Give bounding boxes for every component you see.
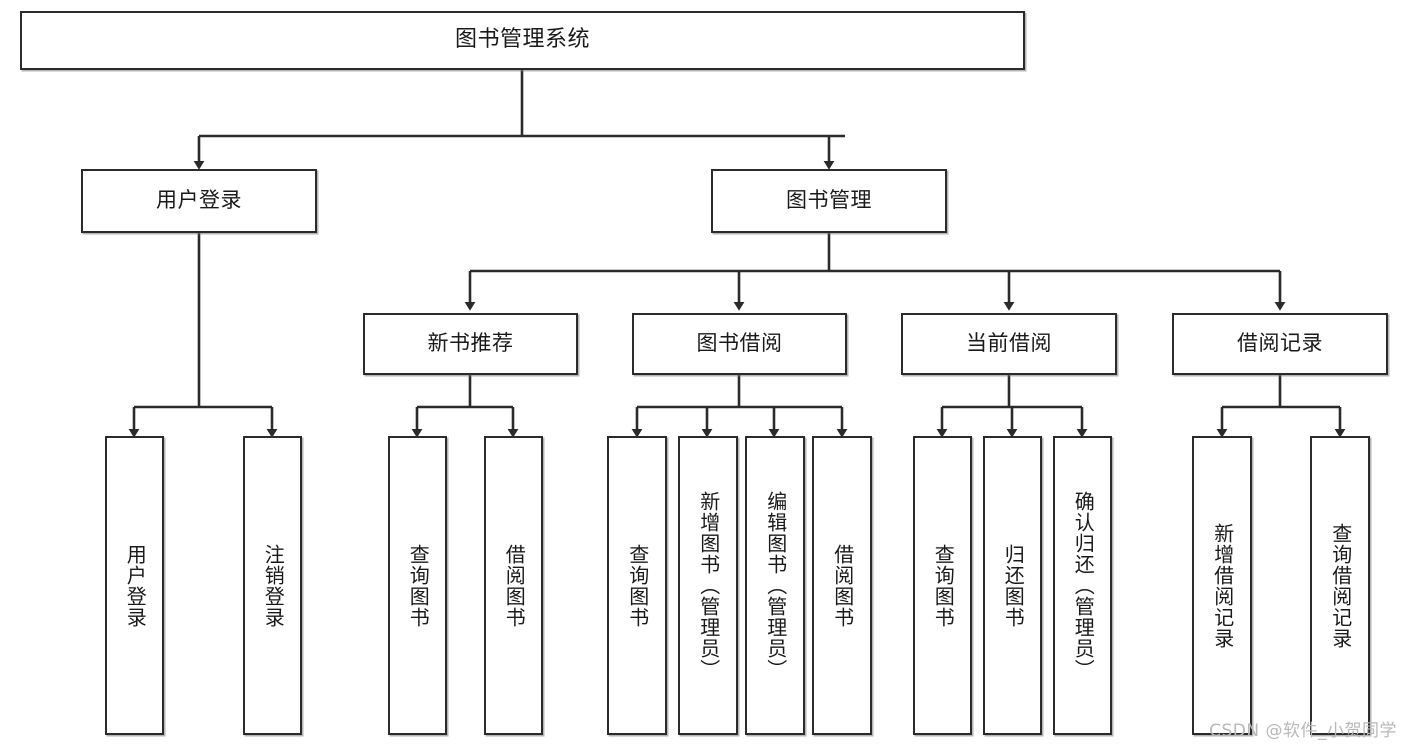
- node-root-system[interactable]: 图书管理系统: [20, 11, 1025, 70]
- node-borrow-record[interactable]: 借阅记录: [1172, 313, 1388, 375]
- node-book-borrow-label: 图书借阅: [696, 331, 783, 356]
- node-book-management-label: 图书管理: [786, 188, 872, 213]
- node-leaf-confirm-return-admin-label: 确认归还（管理员）: [1071, 491, 1096, 680]
- node-leaf-user-login[interactable]: 用户登录: [105, 436, 164, 735]
- node-leaf-add-book-admin[interactable]: 新增图书（管理员）: [678, 436, 738, 735]
- node-leaf-recommend-borrow-book[interactable]: 借阅图书: [484, 436, 543, 735]
- node-leaf-query-borrow-record-label: 查询借阅记录: [1328, 522, 1353, 649]
- node-user-login[interactable]: 用户登录: [81, 169, 317, 233]
- node-leaf-logout-label: 注销登录: [261, 543, 286, 628]
- node-leaf-add-borrow-record[interactable]: 新增借阅记录: [1192, 436, 1252, 735]
- node-new-book-recommend-label: 新书推荐: [427, 331, 514, 356]
- node-leaf-borrow-book[interactable]: 借阅图书: [812, 436, 872, 735]
- node-new-book-recommend[interactable]: 新书推荐: [363, 313, 578, 375]
- node-leaf-borrow-query-book[interactable]: 查询图书: [607, 436, 667, 735]
- node-book-borrow[interactable]: 图书借阅: [632, 313, 847, 375]
- node-leaf-recommend-query-book[interactable]: 查询图书: [388, 436, 447, 735]
- node-current-borrow-label: 当前借阅: [966, 331, 1052, 356]
- node-leaf-recommend-borrow-book-label: 借阅图书: [502, 543, 527, 628]
- node-leaf-current-query-book-label: 查询图书: [931, 543, 956, 628]
- node-leaf-logout[interactable]: 注销登录: [243, 436, 302, 735]
- node-leaf-edit-book-admin-label: 编辑图书（管理员）: [763, 491, 788, 680]
- node-leaf-current-query-book[interactable]: 查询图书: [913, 436, 972, 735]
- node-leaf-recommend-query-book-label: 查询图书: [406, 543, 431, 628]
- node-leaf-query-borrow-record[interactable]: 查询借阅记录: [1310, 436, 1370, 735]
- node-leaf-return-book-label: 归还图书: [1001, 543, 1026, 628]
- node-leaf-add-borrow-record-label: 新增借阅记录: [1210, 522, 1235, 649]
- node-user-login-label: 用户登录: [156, 188, 242, 213]
- node-leaf-add-book-admin-label: 新增图书（管理员）: [696, 491, 721, 680]
- node-leaf-edit-book-admin[interactable]: 编辑图书（管理员）: [745, 436, 805, 735]
- node-leaf-borrow-book-label: 借阅图书: [830, 543, 855, 628]
- node-leaf-confirm-return-admin[interactable]: 确认归还（管理员）: [1053, 436, 1112, 735]
- node-book-management[interactable]: 图书管理: [711, 169, 947, 233]
- node-borrow-record-label: 借阅记录: [1237, 331, 1323, 356]
- node-root-label: 图书管理系统: [454, 27, 590, 53]
- node-leaf-user-login-label: 用户登录: [123, 543, 148, 628]
- node-leaf-return-book[interactable]: 归还图书: [983, 436, 1042, 735]
- node-current-borrow[interactable]: 当前借阅: [901, 313, 1117, 375]
- node-leaf-borrow-query-book-label: 查询图书: [625, 543, 650, 628]
